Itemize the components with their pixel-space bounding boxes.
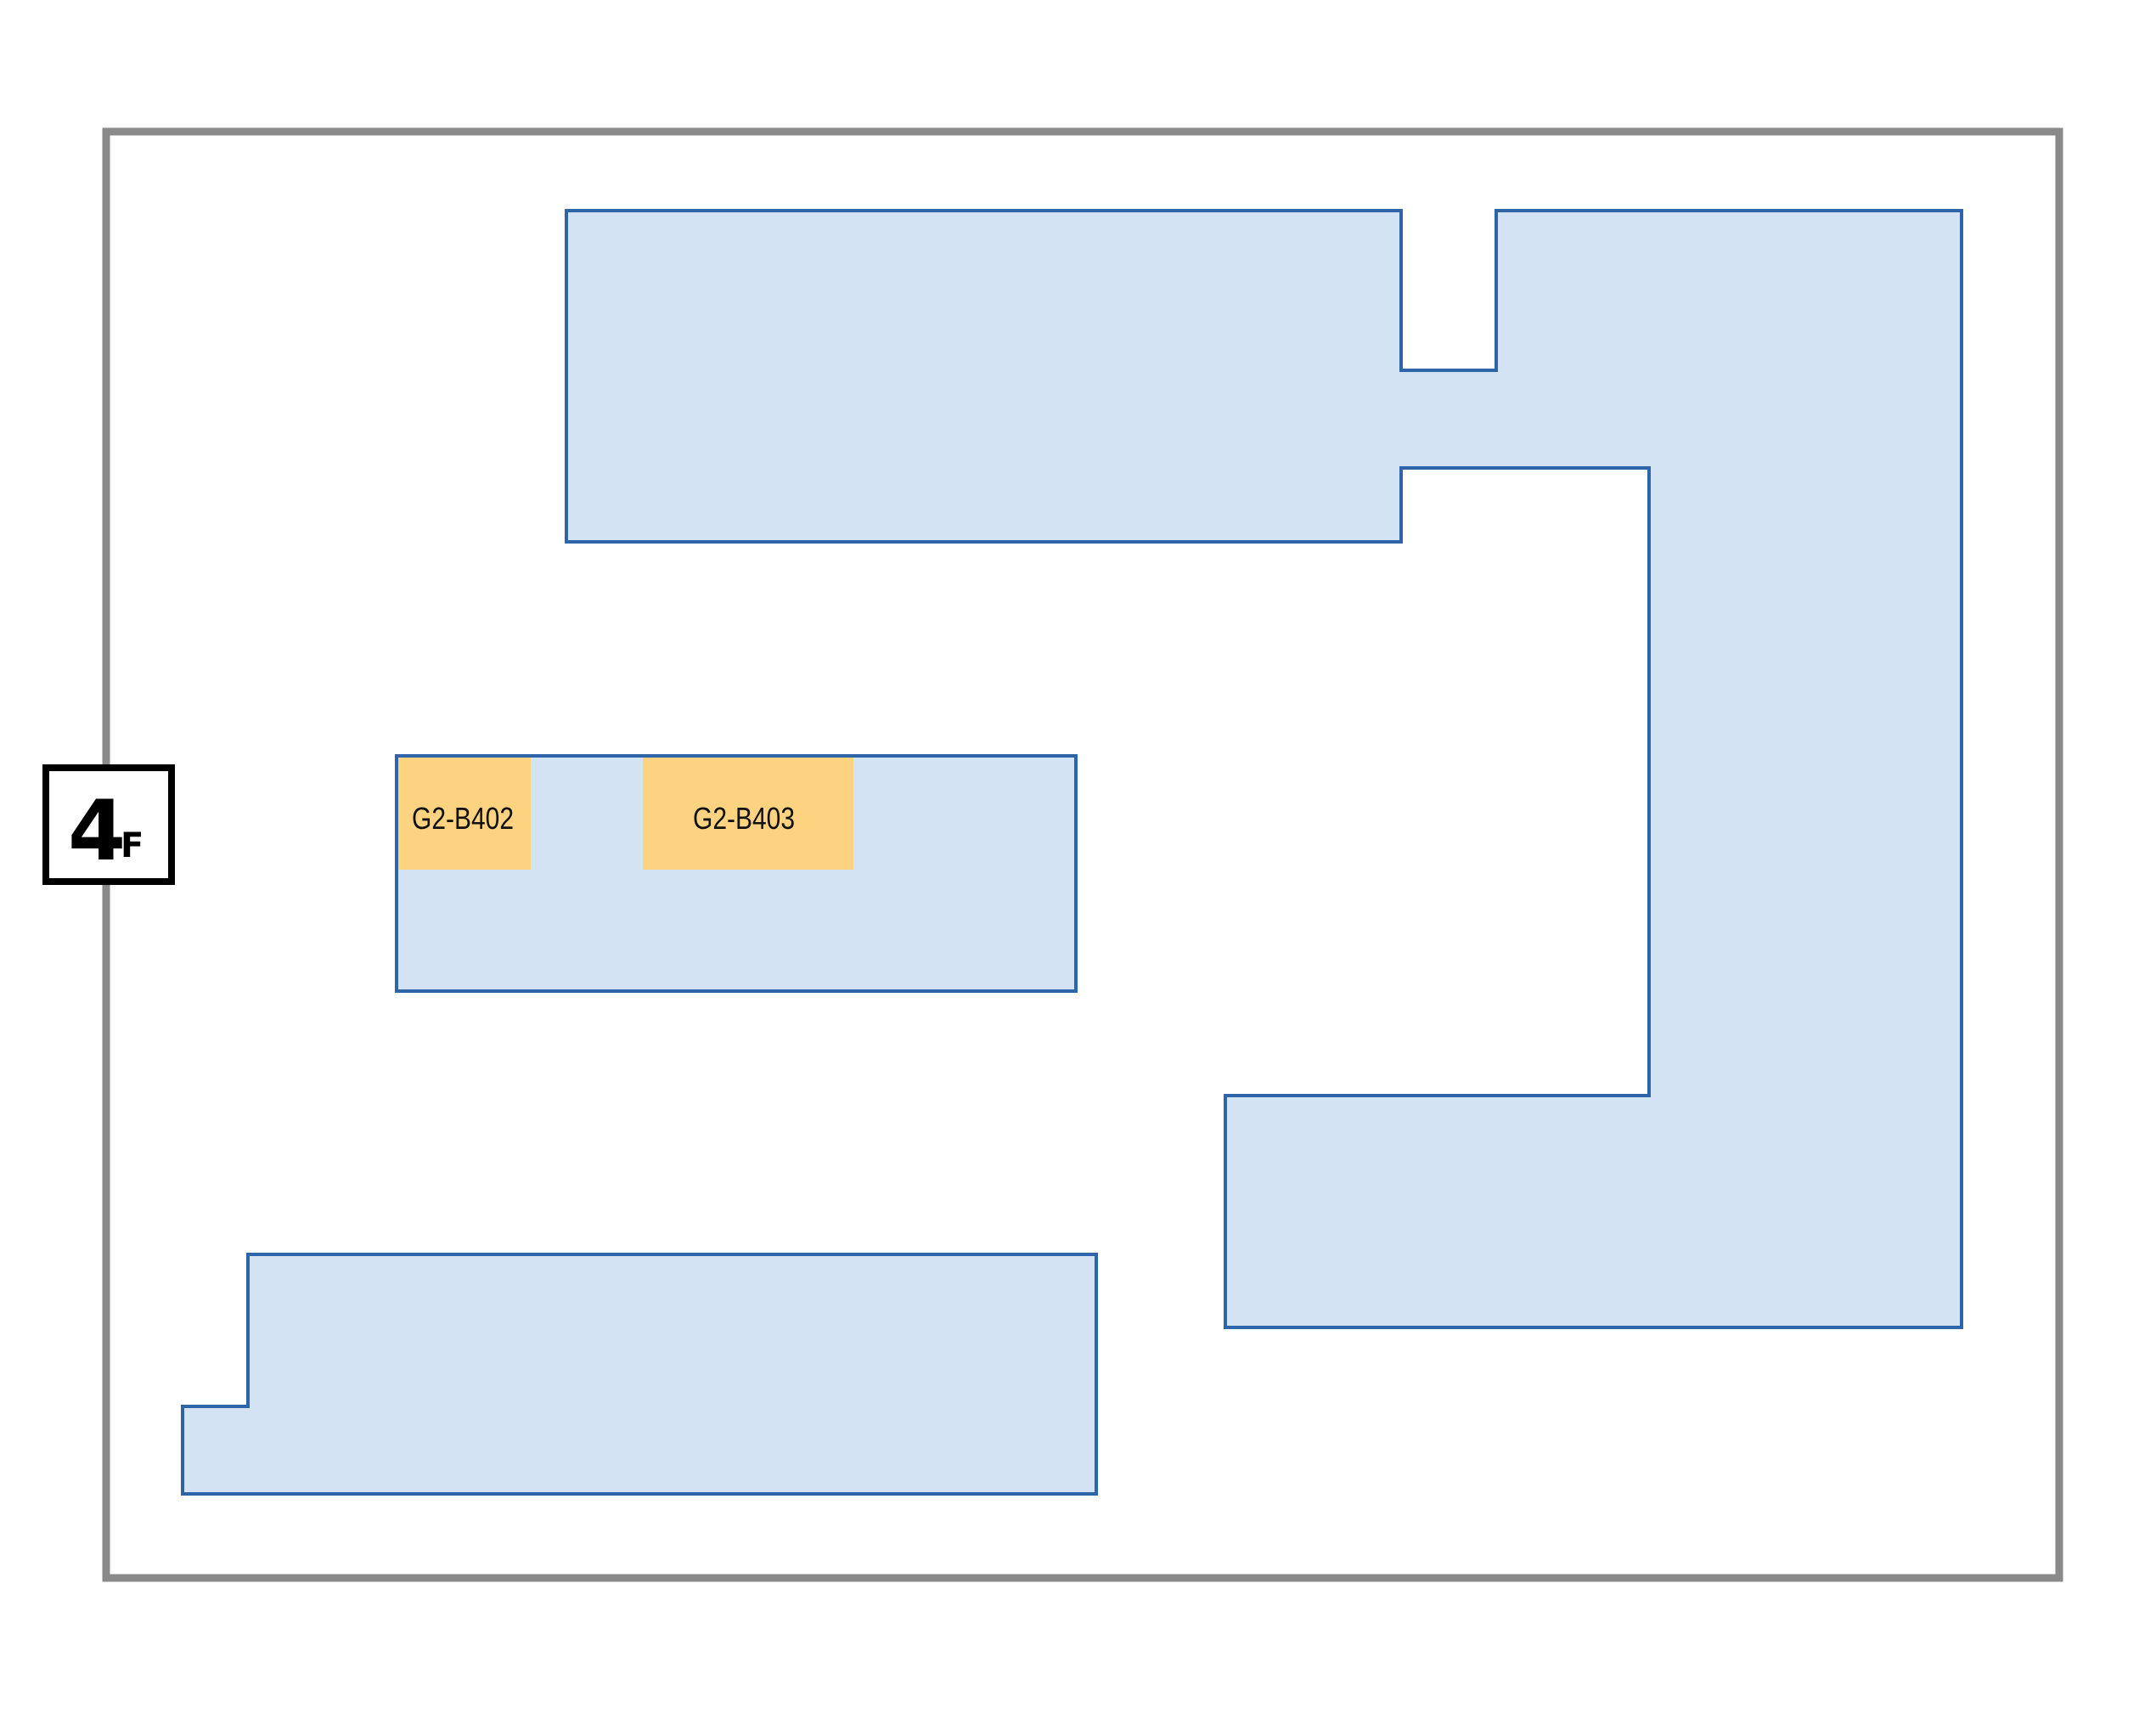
room-g2-b402-area <box>398 758 531 870</box>
room-g2-b403-area <box>643 758 853 870</box>
room-g2-b402[interactable]: G2-B402 <box>398 758 531 870</box>
floor-badge-box <box>42 764 175 885</box>
north-east-wing[interactable] <box>565 209 1963 1329</box>
floor-badge: 4 F <box>42 764 175 885</box>
room-g2-b403[interactable]: G2-B403 <box>643 758 853 870</box>
floor-suffix: F <box>121 826 144 865</box>
south-west-wing[interactable] <box>181 1253 1098 1496</box>
floor-number: 4 <box>68 783 126 880</box>
room-g2-b402-label: G2-B402 <box>412 801 514 836</box>
room-g2-b403-label: G2-B403 <box>693 801 795 836</box>
